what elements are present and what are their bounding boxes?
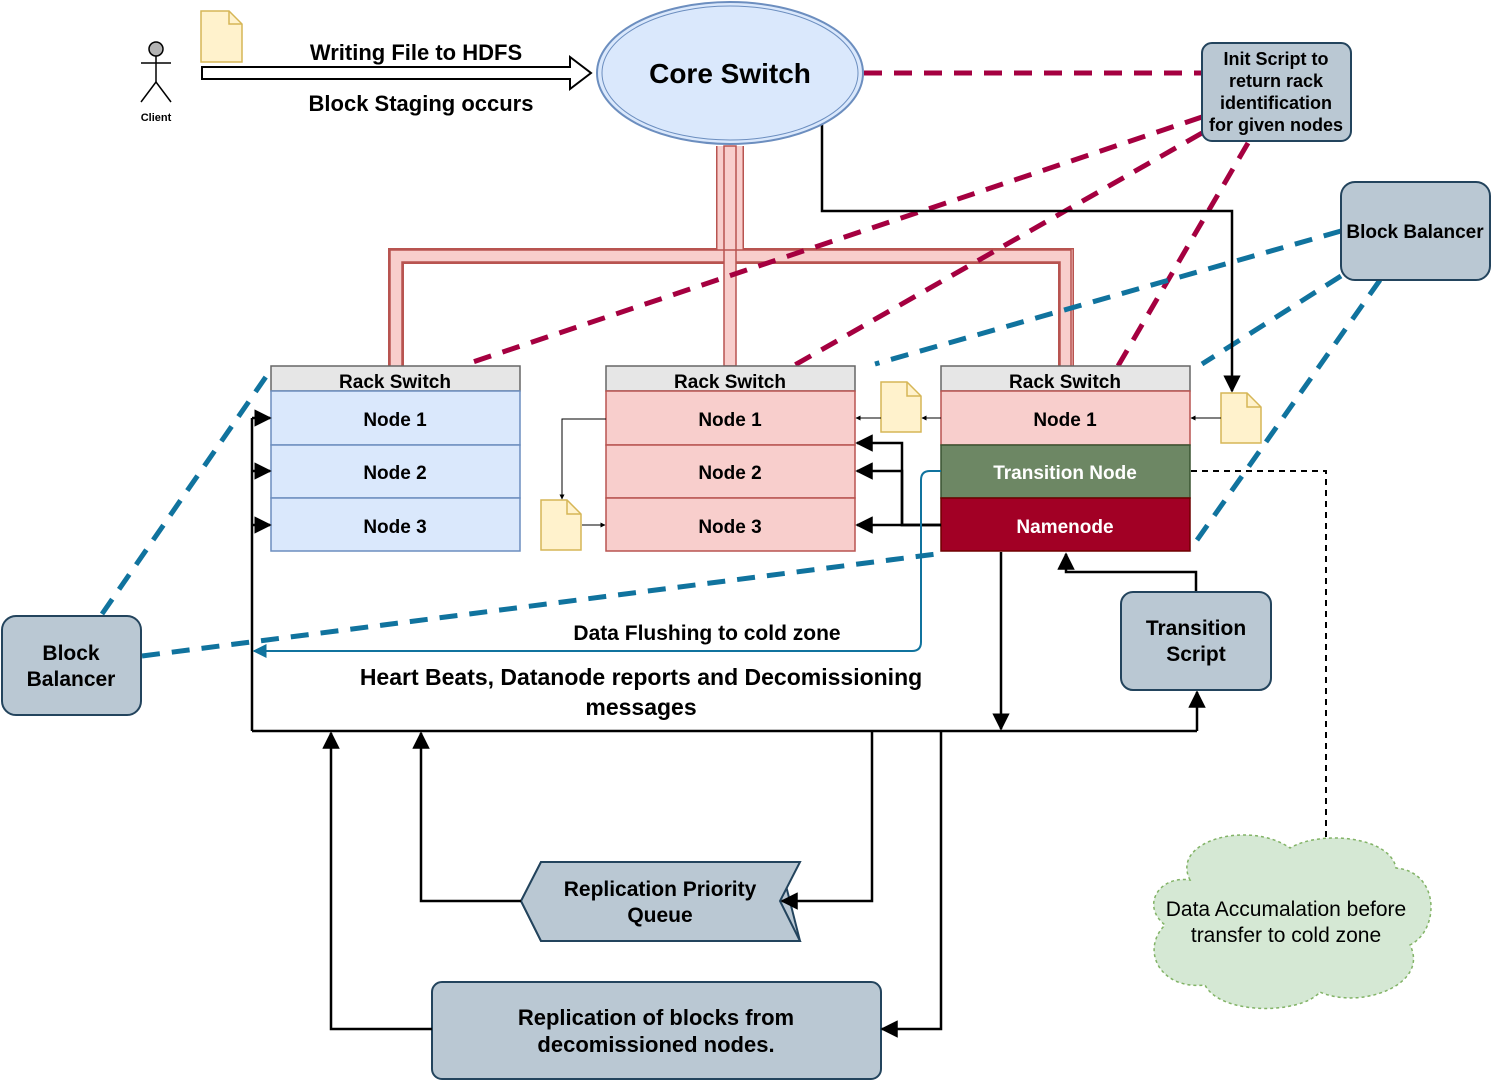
transition-node-label: Transition Node bbox=[993, 463, 1137, 484]
rack-2-header: Rack Switch bbox=[674, 372, 786, 393]
init-script-box[interactable]: Init Script to return rack identificatio… bbox=[1201, 42, 1352, 142]
rack-1-node-3[interactable] bbox=[270, 497, 521, 552]
transition-to-cloud-link bbox=[1191, 470, 1327, 855]
heartbeats-line2: messages bbox=[585, 694, 696, 720]
transition-script-line1: Transition bbox=[1146, 617, 1246, 640]
rack-2-node-3-label: Node 3 bbox=[698, 517, 761, 538]
rack-2-node-2-label: Node 2 bbox=[698, 463, 761, 484]
init-script-line4: for given nodes bbox=[1209, 115, 1343, 135]
block-balancer-left-line1: Block bbox=[42, 642, 100, 665]
block-balancer-right-label: Block Balancer bbox=[1346, 222, 1484, 243]
cold-zone-cloud: Data Accumalation before transfer to col… bbox=[1152, 834, 1432, 1010]
data-flushing-arrow bbox=[252, 470, 941, 658]
replication-connectors bbox=[322, 731, 943, 1038]
rack-2: Rack Switch Node 1 Node 2 Node 3 bbox=[605, 365, 856, 552]
block-balancer-links bbox=[99, 228, 1383, 659]
rack-3-node-1[interactable] bbox=[940, 390, 1191, 446]
heartbeat-bus bbox=[250, 409, 1206, 733]
rack-3-header: Rack Switch bbox=[1009, 372, 1121, 393]
rack-2-node-3[interactable] bbox=[605, 497, 856, 552]
rack-2-node-1-label: Node 1 bbox=[698, 410, 762, 431]
block-balancer-right[interactable]: Block Balancer bbox=[1340, 181, 1491, 281]
rack-2-node-2[interactable] bbox=[605, 444, 856, 499]
namenode-to-rack2-arrows bbox=[855, 434, 941, 534]
cloud-line2: transfer to cold zone bbox=[1191, 924, 1381, 947]
document-icon bbox=[880, 381, 922, 433]
rack-1-header: Rack Switch bbox=[339, 372, 451, 393]
rack-1: Rack Switch Node 1 Node 2 Node 3 bbox=[270, 365, 521, 552]
replication-box-line1: Replication of blocks from bbox=[518, 1005, 794, 1030]
priority-queue-line1: Replication Priority bbox=[564, 878, 757, 901]
replication-box[interactable]: Replication of blocks from decomissioned… bbox=[431, 981, 882, 1080]
rack-1-node-1[interactable] bbox=[270, 390, 521, 446]
rack-3-node-1-label: Node 1 bbox=[1033, 410, 1097, 431]
core-to-rack-pipes bbox=[388, 145, 1074, 367]
rack-1-node-3-label: Node 3 bbox=[363, 517, 426, 538]
heartbeats-line1: Heart Beats, Datanode reports and Decomi… bbox=[360, 664, 922, 690]
init-script-line2: return rack bbox=[1229, 71, 1324, 91]
data-flushing-label: Data Flushing to cold zone bbox=[573, 622, 840, 645]
rack-2-node-1[interactable] bbox=[605, 390, 856, 446]
block-balancer-left-line2: Balancer bbox=[27, 668, 116, 691]
document-icon bbox=[200, 10, 243, 63]
stick-figure-icon bbox=[140, 41, 172, 103]
rack-1-node-2-label: Node 2 bbox=[363, 463, 426, 484]
namenode[interactable] bbox=[940, 497, 1191, 552]
document-icon bbox=[1220, 392, 1262, 444]
namenode-label: Namenode bbox=[1016, 517, 1113, 538]
priority-queue-line2: Queue bbox=[627, 904, 692, 927]
block-copy-arrows bbox=[559, 415, 1221, 528]
write-arrow bbox=[201, 54, 593, 92]
block-staging-label: Block Staging occurs bbox=[309, 91, 534, 116]
transition-script-line2: Script bbox=[1166, 643, 1226, 666]
document-icon bbox=[540, 499, 582, 551]
client-label: Client bbox=[141, 112, 172, 124]
writing-file-label: Writing File to HDFS bbox=[310, 40, 522, 65]
core-to-node1-arrow bbox=[820, 122, 1241, 393]
replication-box-line2: decomissioned nodes. bbox=[537, 1032, 774, 1057]
client-actor: Client bbox=[140, 41, 172, 124]
core-switch-label: Core Switch bbox=[649, 58, 811, 89]
init-script-links bbox=[466, 70, 1251, 369]
init-script-line3: identification bbox=[1220, 93, 1332, 113]
core-switch[interactable]: Core Switch bbox=[596, 1, 864, 145]
init-script-line1: Init Script to bbox=[1224, 49, 1329, 69]
transition-script-box[interactable]: Transition Script bbox=[1120, 591, 1272, 691]
block-balancer-left[interactable]: Block Balancer bbox=[1, 615, 142, 716]
rack-1-node-1-label: Node 1 bbox=[363, 410, 427, 431]
replication-priority-queue[interactable]: Replication Priority Queue bbox=[519, 861, 802, 942]
rack-3: Rack Switch Node 1 Transition Node Namen… bbox=[940, 365, 1191, 552]
cloud-line1: Data Accumalation before bbox=[1166, 898, 1406, 921]
